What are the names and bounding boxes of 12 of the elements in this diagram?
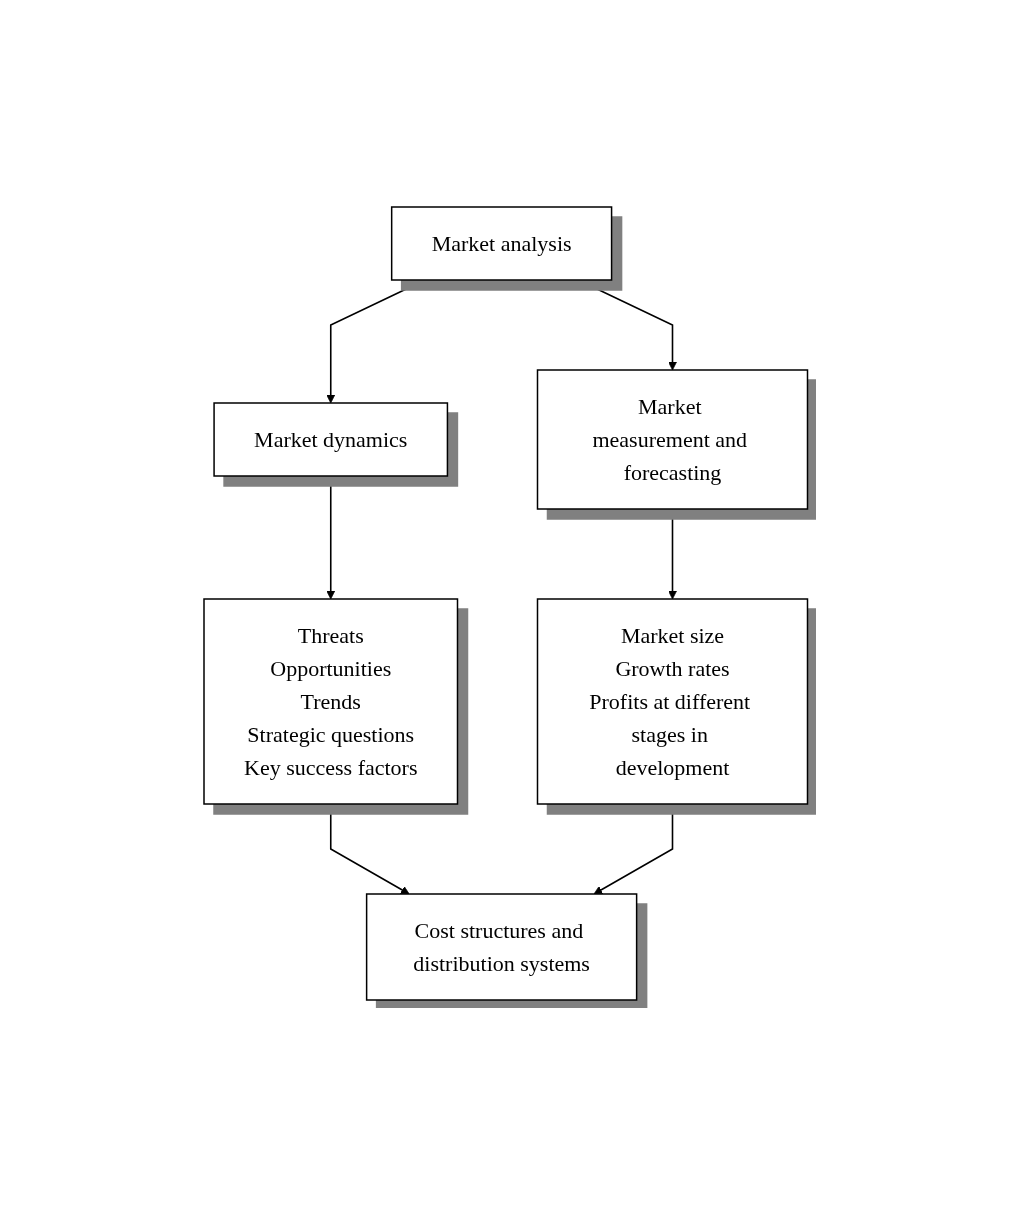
node-box: Market analysis — [391, 205, 613, 281]
arrow — [326, 278, 427, 403]
arrow — [668, 507, 678, 599]
node-box: Cost structures and distribution systems — [366, 892, 638, 1001]
arrow — [593, 802, 674, 894]
arrow — [330, 802, 410, 894]
arrow — [577, 278, 678, 370]
node-box: Market measurement and forecasting — [537, 368, 809, 510]
arrow — [326, 474, 336, 599]
node-box: Market dynamics — [213, 401, 449, 477]
node-box: Threats Opportunities Trends Strategic questions Key success factors — [203, 597, 459, 805]
node-box: Market size Growth rates Profits at different stages in development — [537, 597, 809, 805]
